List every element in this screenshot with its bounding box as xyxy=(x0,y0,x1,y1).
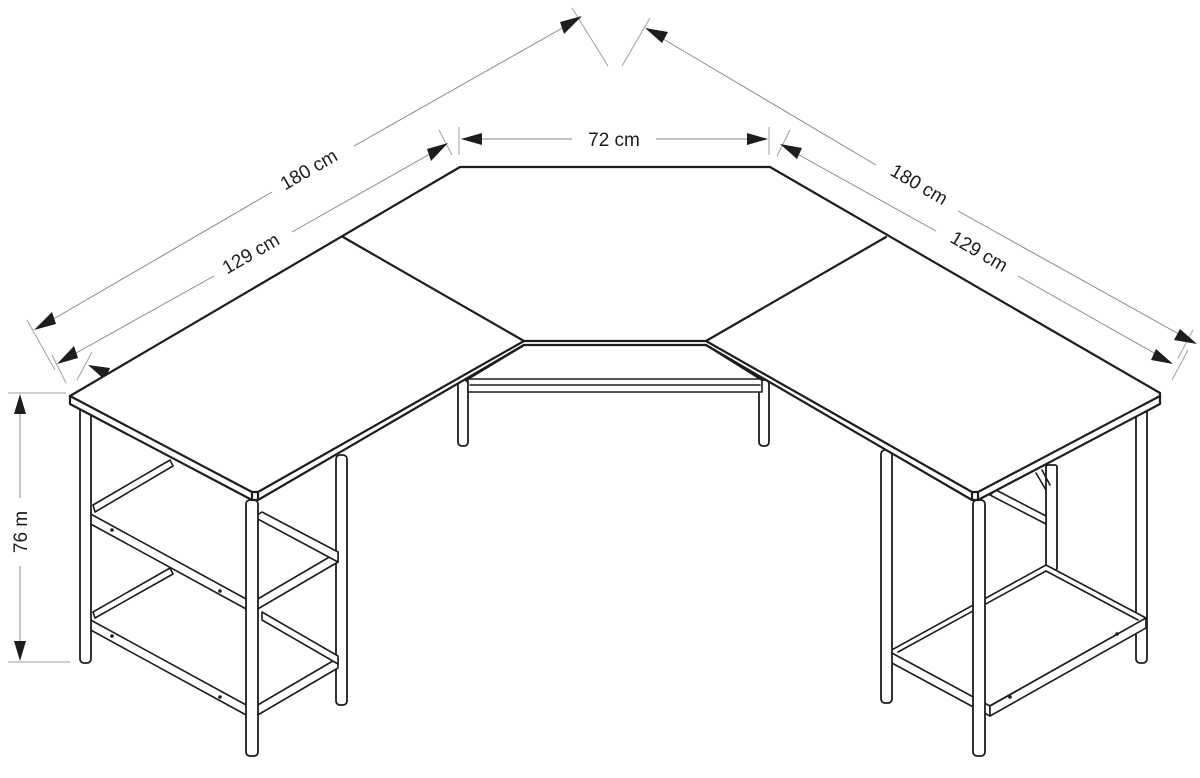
desktop-surface xyxy=(68,165,1162,502)
label-right-total: 180 cm xyxy=(887,161,951,210)
label-center-width: 72 cm xyxy=(588,130,640,151)
label-left-inner: 129 cm xyxy=(219,230,283,279)
label-height: 76 m xyxy=(11,511,32,553)
right-shelf-unit xyxy=(880,404,1148,757)
center-support xyxy=(457,378,770,447)
label-left-total: 180 cm xyxy=(277,146,341,195)
left-shelf-unit xyxy=(79,404,348,757)
